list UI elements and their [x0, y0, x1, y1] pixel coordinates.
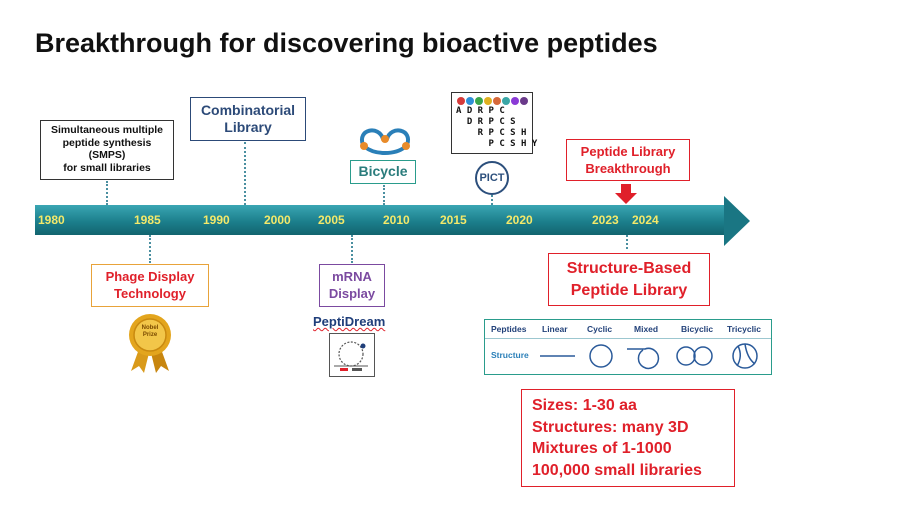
breakthrough-line-2: Breakthrough: [585, 161, 671, 176]
pict-badge: PICT: [475, 161, 509, 195]
phage-line-1: Phage Display: [105, 269, 195, 284]
combinatorial-connector: [244, 142, 246, 205]
fact-line: 100,000 small libraries: [532, 461, 702, 479]
sequence-row: A D R P C: [456, 106, 505, 116]
sequence-row: R P C S H: [456, 128, 527, 138]
down-arrow-icon: [615, 184, 637, 204]
page-title: Breakthrough for discovering bioactive p…: [35, 28, 658, 58]
table-header: Peptides: [491, 324, 527, 334]
table-header: Linear: [542, 324, 568, 334]
bicycle-box: Bicycle: [350, 160, 416, 184]
timeline-arrow-body: [35, 205, 725, 235]
year-label: 2010: [383, 213, 410, 227]
timeline-arrow-head: [724, 196, 750, 246]
fact-line: Sizes: 1-30 aa: [532, 397, 637, 414]
cyclic-peptide-icon: [334, 341, 368, 371]
facts-box: Sizes: 1-30 aa Structures: many 3D Mixtu…: [521, 389, 735, 487]
medal-label: Nobel Prize: [135, 325, 165, 339]
mrna-display-box: mRNA Display: [319, 264, 385, 307]
phage-display-box: Phage Display Technology: [91, 264, 209, 307]
table-header: Cyclic: [587, 324, 613, 334]
medal-line-1: Nobel: [141, 325, 159, 331]
amino-acid-beads-icon: [457, 97, 528, 105]
year-label: 2023: [592, 213, 619, 227]
smps-line-4: for small libraries: [63, 161, 151, 174]
structure-library-box: Structure-Based Peptide Library: [548, 253, 710, 306]
structure-line-2: Peptide Library: [570, 282, 688, 299]
mrna-connector: [351, 235, 353, 263]
smps-line-2: peptide synthesis: [62, 136, 152, 149]
year-label: 1980: [38, 213, 65, 227]
pict-connector: [491, 195, 493, 205]
sequence-row: P C S H Y: [456, 139, 538, 149]
structure-connector: [626, 235, 628, 249]
pict-sequence-box: A D R P C D R P C S R P C S H P C S H Y: [451, 92, 538, 154]
structure-line-1: Structure-Based: [566, 260, 692, 277]
peptidream-image-frame: [329, 333, 375, 377]
combinatorial-line-2: Library: [224, 119, 272, 135]
year-label: 2000: [264, 213, 291, 227]
breakthrough-line-1: Peptide Library: [580, 144, 676, 159]
year-label: 1985: [134, 213, 161, 227]
smps-connector: [106, 181, 108, 205]
year-label: 2015: [440, 213, 467, 227]
peptide-structure-table: Peptides Linear Cyclic Mixed Bicyclic Tr…: [484, 319, 772, 375]
structure-shapes: [540, 343, 758, 370]
table-header: Bicyclic: [681, 324, 714, 334]
nobel-medal-icon: [129, 314, 171, 373]
table-header: Mixed: [634, 324, 659, 334]
peptidream-logo: PeptiDream: [313, 314, 386, 329]
table-row-label: Structure: [491, 350, 529, 360]
mixed-structure-icon: [627, 347, 660, 370]
smps-box: Simultaneous multiple peptide synthesis …: [40, 120, 174, 180]
year-label: 2005: [318, 213, 345, 227]
fact-line: Mixtures of 1-1000: [532, 440, 672, 457]
combinatorial-library-box: Combinatorial Library: [190, 97, 306, 141]
bicycle-label: Bicycle: [358, 163, 408, 179]
combinatorial-line-1: Combinatorial: [200, 102, 296, 118]
sequence-row: D R P C S: [456, 117, 516, 127]
bicycle-connector: [383, 185, 385, 205]
year-label: 1990: [203, 213, 230, 227]
breakthrough-box: Peptide Library Breakthrough: [566, 139, 690, 181]
bicycle-molecule-icon: [360, 128, 410, 155]
year-label: 2020: [506, 213, 533, 227]
phage-line-2: Technology: [114, 286, 186, 301]
fact-line: Structures: many 3D: [532, 418, 689, 436]
smps-line-1: Simultaneous multiple: [50, 124, 163, 136]
mrna-line-1: mRNA: [332, 269, 372, 284]
phage-connector: [149, 235, 151, 263]
year-label: 2024: [632, 213, 659, 227]
bicyclic-structure-icon: [676, 346, 696, 366]
medal-line-2: Prize: [142, 332, 158, 338]
smps-line-3: (SMPS): [88, 149, 126, 161]
cyclic-structure-icon: [589, 344, 613, 368]
mrna-line-2: Display: [328, 286, 376, 301]
table-header: Tricyclic: [727, 324, 762, 334]
